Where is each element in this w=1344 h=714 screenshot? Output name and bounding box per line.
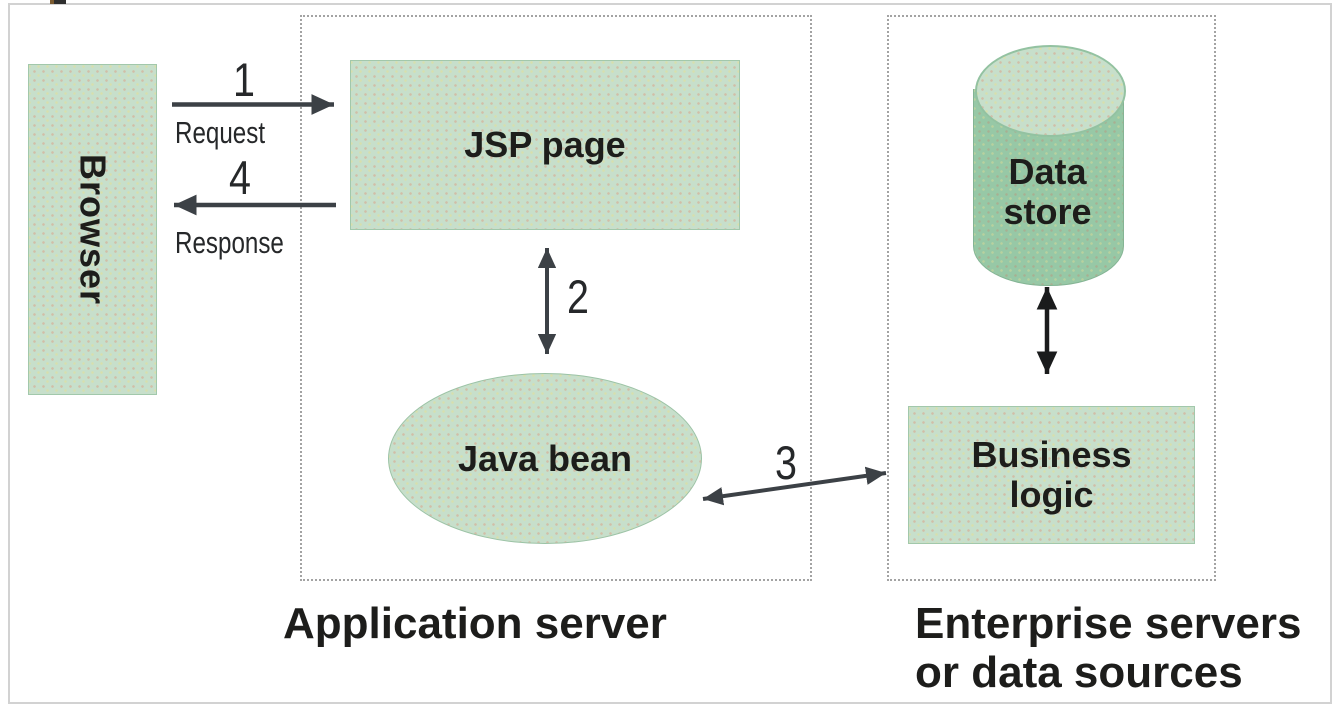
enterprise-servers-caption: Enterprise servers or data sources	[915, 599, 1344, 697]
step-3-number: 3	[775, 436, 797, 489]
enterprise-caption-line1: Enterprise servers	[915, 599, 1302, 648]
application-server-group-box	[300, 15, 812, 581]
java-bean-label: Java bean	[457, 437, 633, 479]
data-store-label-line2: store	[1003, 191, 1092, 232]
data-store-label: Data store	[971, 152, 1124, 232]
java-bean-node: Java bean	[388, 373, 702, 544]
step-2-number: 2	[567, 270, 589, 323]
enterprise-caption-line2: or data sources	[915, 648, 1243, 697]
browser-node: Browser	[28, 64, 157, 395]
step-1-number: 1	[233, 53, 255, 106]
jsp-page-label: JSP page	[464, 124, 626, 165]
business-logic-node: Business logic	[908, 406, 1195, 544]
browser-label: Browser	[72, 153, 114, 306]
request-label: Request	[175, 115, 266, 150]
business-logic-label-line2: logic	[1009, 474, 1094, 515]
step-4-number: 4	[229, 151, 251, 204]
response-label: Response	[175, 225, 284, 260]
jsp-page-node: JSP page	[350, 60, 740, 230]
cropped-text-artifact	[50, 0, 66, 4]
enterprise-servers-group-box	[887, 15, 1216, 581]
application-server-caption: Application server	[283, 599, 667, 648]
data-store-cylinder-top	[975, 45, 1126, 137]
business-logic-label-line1: Business	[971, 434, 1132, 475]
data-store-label-line1: Data	[1008, 151, 1087, 192]
